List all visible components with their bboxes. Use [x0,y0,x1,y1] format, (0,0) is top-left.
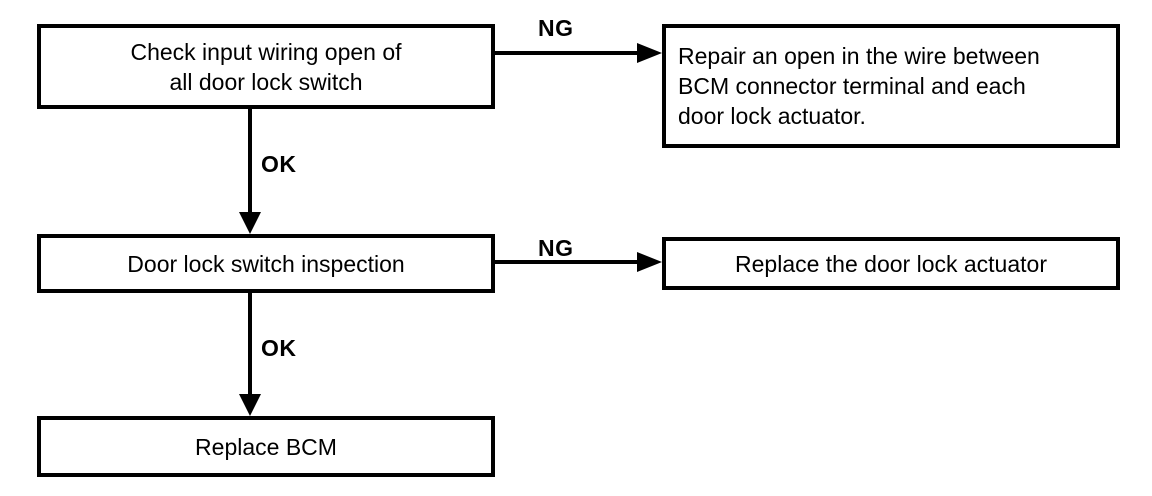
edge-ok-2-arrowhead-icon [239,394,261,416]
edge-label-ok-1: OK [261,151,297,177]
node-check-input-wiring: Check input wiring open of all door lock… [37,24,495,109]
node-replace-door-lock-actuator: Replace the door lock actuator [662,237,1120,290]
edge-ok-1-arrowhead-icon [239,212,261,234]
edge-label-ng-2: NG [538,235,574,261]
edge-label-ok-2: OK [261,335,297,361]
edge-label-ng-1: NG [538,15,574,41]
edge-ng-1-arrowhead-icon [637,43,662,63]
node-replace-bcm: Replace BCM [37,416,495,477]
node-repair-open-wire: Repair an open in the wire between BCM c… [662,24,1120,148]
edge-ng-2-arrowhead-icon [637,252,662,272]
node-door-lock-switch-inspection: Door lock switch inspection [37,234,495,293]
